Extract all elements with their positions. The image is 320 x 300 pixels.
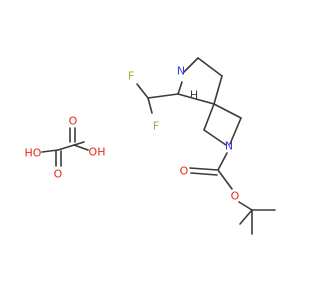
- azetidine-nitrogen-label: N: [225, 140, 233, 153]
- ester-oxygen-label: O: [231, 190, 240, 203]
- fluorine-upper-label: F: [128, 70, 134, 83]
- bond-c1-n2: [229, 117, 242, 145]
- bond-ccarb-o-double-a: [189, 167, 219, 171]
- oxalic-oxygen-top-label: O: [69, 115, 78, 128]
- oxalic-hydroxyl-left-label: HO: [25, 147, 42, 160]
- bond-c2-oh: [73, 144, 89, 151]
- bond-nh-c8: [177, 81, 183, 95]
- nh-hydrogen-label: H: [190, 89, 198, 102]
- bond-chf2-f2: [147, 97, 153, 114]
- bond-ccarb-oester: [217, 169, 233, 190]
- bond-chf2-f1: [136, 83, 149, 99]
- bond-nh-c7: [183, 57, 199, 73]
- bond-ctbu-me3: [239, 209, 253, 225]
- bond-c1-oh: [41, 149, 59, 153]
- spiro-compound-bonds: [136, 57, 276, 235]
- bond-c5-c8: [177, 93, 215, 105]
- bond-c5-c4: [203, 103, 215, 131]
- structure-diagram: N H F F N O O O O HO OH: [25, 57, 276, 235]
- bond-c8-chf2: [147, 93, 179, 99]
- spiro-compound-atoms: N H F F N O O: [128, 65, 240, 203]
- carbonyl-oxygen-label: O: [180, 165, 189, 178]
- bond-c4-n2: [203, 129, 227, 146]
- bond-oester-ctbu: [238, 201, 253, 211]
- bond-n2-ccarb: [217, 152, 228, 171]
- bond-c5-c1: [213, 103, 242, 119]
- bond-ccarb-o-double-b: [190, 172, 218, 176]
- fluorine-lower-label: F: [153, 120, 159, 133]
- oxalic-acid-bonds: [41, 127, 89, 167]
- oxalic-hydroxyl-right-label: OH: [89, 146, 106, 159]
- oxalic-oxygen-bottom-label: O: [54, 168, 63, 181]
- bond-c1-c2: [57, 141, 85, 151]
- nh-nitrogen-label: N: [177, 65, 185, 78]
- bond-c7-c6: [197, 57, 223, 77]
- oxalic-acid-atoms: O O HO OH: [25, 115, 106, 181]
- bond-c6-c5: [213, 75, 223, 105]
